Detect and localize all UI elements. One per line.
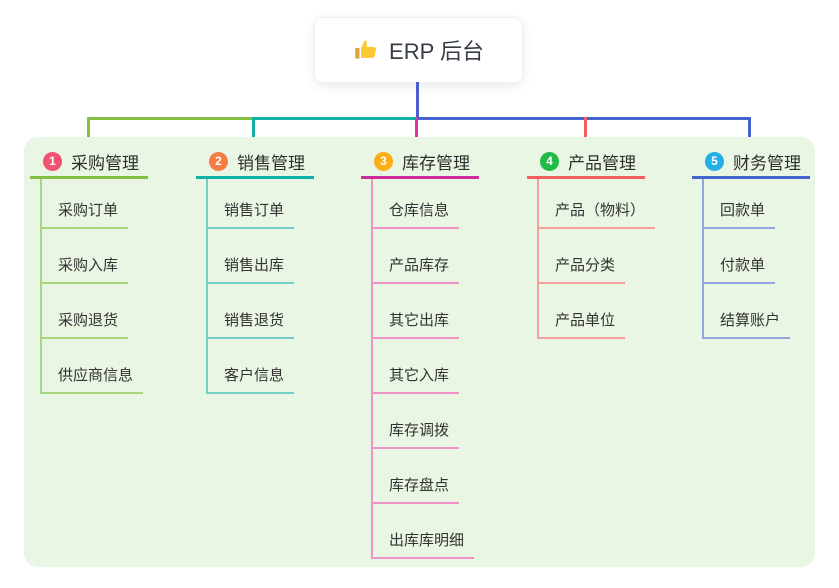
child-label: 仓库信息 [373, 202, 460, 229]
child-label: 产品分类 [539, 257, 626, 284]
child-node[interactable]: 客户信息 [208, 339, 295, 394]
child-node[interactable]: 库存盘点 [373, 449, 474, 504]
child-node[interactable]: 供应商信息 [42, 339, 144, 394]
branch-title-label: 采购管理 [71, 153, 139, 173]
branches-panel [24, 137, 815, 567]
connector-drop-purchase [87, 117, 90, 145]
child-label: 采购订单 [42, 202, 129, 229]
branch-title-purchase[interactable]: 1 采购管理 [30, 146, 148, 179]
branch-title-label: 财务管理 [733, 153, 801, 173]
branch-children: 产品（物料） 产品分类 产品单位 [537, 179, 656, 339]
child-node[interactable]: 付款单 [704, 229, 790, 284]
branch-title-inventory[interactable]: 3 库存管理 [361, 146, 479, 179]
connector-rail-right [417, 117, 750, 120]
child-node[interactable]: 采购入库 [42, 229, 143, 284]
child-label: 产品（物料） [539, 202, 656, 229]
branch-product: 4 产品管理 产品（物料） 产品分类 产品单位 [527, 146, 656, 339]
child-node[interactable]: 采购订单 [42, 179, 143, 229]
connector-root-vertical [416, 82, 419, 118]
branch-inventory: 3 库存管理 仓库信息 产品库存 其它出库 其它入库 库存调拨 库存盘点 出库库… [361, 146, 479, 559]
connector-drop-sales [252, 117, 255, 145]
child-label: 供应商信息 [42, 367, 144, 394]
child-node[interactable]: 销售出库 [208, 229, 295, 284]
branch-children: 仓库信息 产品库存 其它出库 其它入库 库存调拨 库存盘点 出库库明细 [371, 179, 475, 559]
child-node[interactable]: 仓库信息 [373, 179, 474, 229]
branch-title-product[interactable]: 4 产品管理 [527, 146, 645, 179]
branch-title-sales[interactable]: 2 销售管理 [196, 146, 314, 179]
connector-drop-product [584, 117, 587, 145]
child-label: 出库库明细 [373, 532, 475, 559]
child-node[interactable]: 其它出库 [373, 284, 474, 339]
child-node[interactable]: 采购退货 [42, 284, 143, 339]
child-node[interactable]: 产品分类 [539, 229, 655, 284]
branch-number-badge: 5 [705, 151, 724, 171]
branch-finance: 5 财务管理 回款单 付款单 结算账户 [692, 146, 810, 339]
child-label: 其它入库 [373, 367, 460, 394]
child-label: 结算账户 [704, 312, 791, 339]
child-node[interactable]: 产品（物料） [539, 179, 656, 229]
connector-rail-sales [254, 117, 417, 120]
child-label: 采购入库 [42, 257, 129, 284]
branch-number-badge: 2 [209, 151, 228, 171]
branch-children: 采购订单 采购入库 采购退货 供应商信息 [40, 179, 144, 394]
child-label: 付款单 [704, 257, 776, 284]
child-label: 产品单位 [539, 312, 626, 339]
child-node[interactable]: 库存调拨 [373, 394, 474, 449]
branch-children: 回款单 付款单 结算账户 [702, 179, 791, 339]
branch-title-finance[interactable]: 5 财务管理 [692, 146, 810, 179]
child-node[interactable]: 结算账户 [704, 284, 791, 339]
branch-number-badge: 3 [374, 151, 393, 171]
branch-purchase: 1 采购管理 采购订单 采购入库 采购退货 供应商信息 [30, 146, 148, 394]
child-node[interactable]: 产品单位 [539, 284, 655, 339]
child-label: 其它出库 [373, 312, 460, 339]
child-node[interactable]: 出库库明细 [373, 504, 475, 559]
child-label: 回款单 [704, 202, 776, 229]
child-label: 销售出库 [208, 257, 295, 284]
branch-title-label: 销售管理 [237, 153, 305, 173]
child-label: 客户信息 [208, 367, 295, 394]
child-node[interactable]: 销售退货 [208, 284, 295, 339]
branch-number-badge: 4 [540, 151, 559, 171]
connector-drop-finance [748, 117, 751, 145]
branch-title-label: 库存管理 [402, 153, 470, 173]
child-label: 销售订单 [208, 202, 295, 229]
branch-title-label: 产品管理 [568, 153, 636, 173]
child-node[interactable]: 销售订单 [208, 179, 295, 229]
child-label: 采购退货 [42, 312, 129, 339]
child-node[interactable]: 产品库存 [373, 229, 474, 284]
child-label: 库存调拨 [373, 422, 460, 449]
child-label: 销售退货 [208, 312, 295, 339]
connector-drop-inventory [415, 117, 418, 148]
child-label: 产品库存 [373, 257, 460, 284]
root-label: ERP 后台 [389, 39, 484, 64]
child-label: 库存盘点 [373, 477, 460, 504]
branch-children: 销售订单 销售出库 销售退货 客户信息 [206, 179, 295, 394]
child-node[interactable]: 其它入库 [373, 339, 474, 394]
connector-rail-purchase [87, 117, 254, 120]
branch-sales: 2 销售管理 销售订单 销售出库 销售退货 客户信息 [196, 146, 314, 394]
root-node[interactable]: ERP 后台 [314, 17, 523, 83]
thumbs-up-icon [353, 37, 379, 63]
branch-number-badge: 1 [43, 151, 62, 171]
child-node[interactable]: 回款单 [704, 179, 790, 229]
